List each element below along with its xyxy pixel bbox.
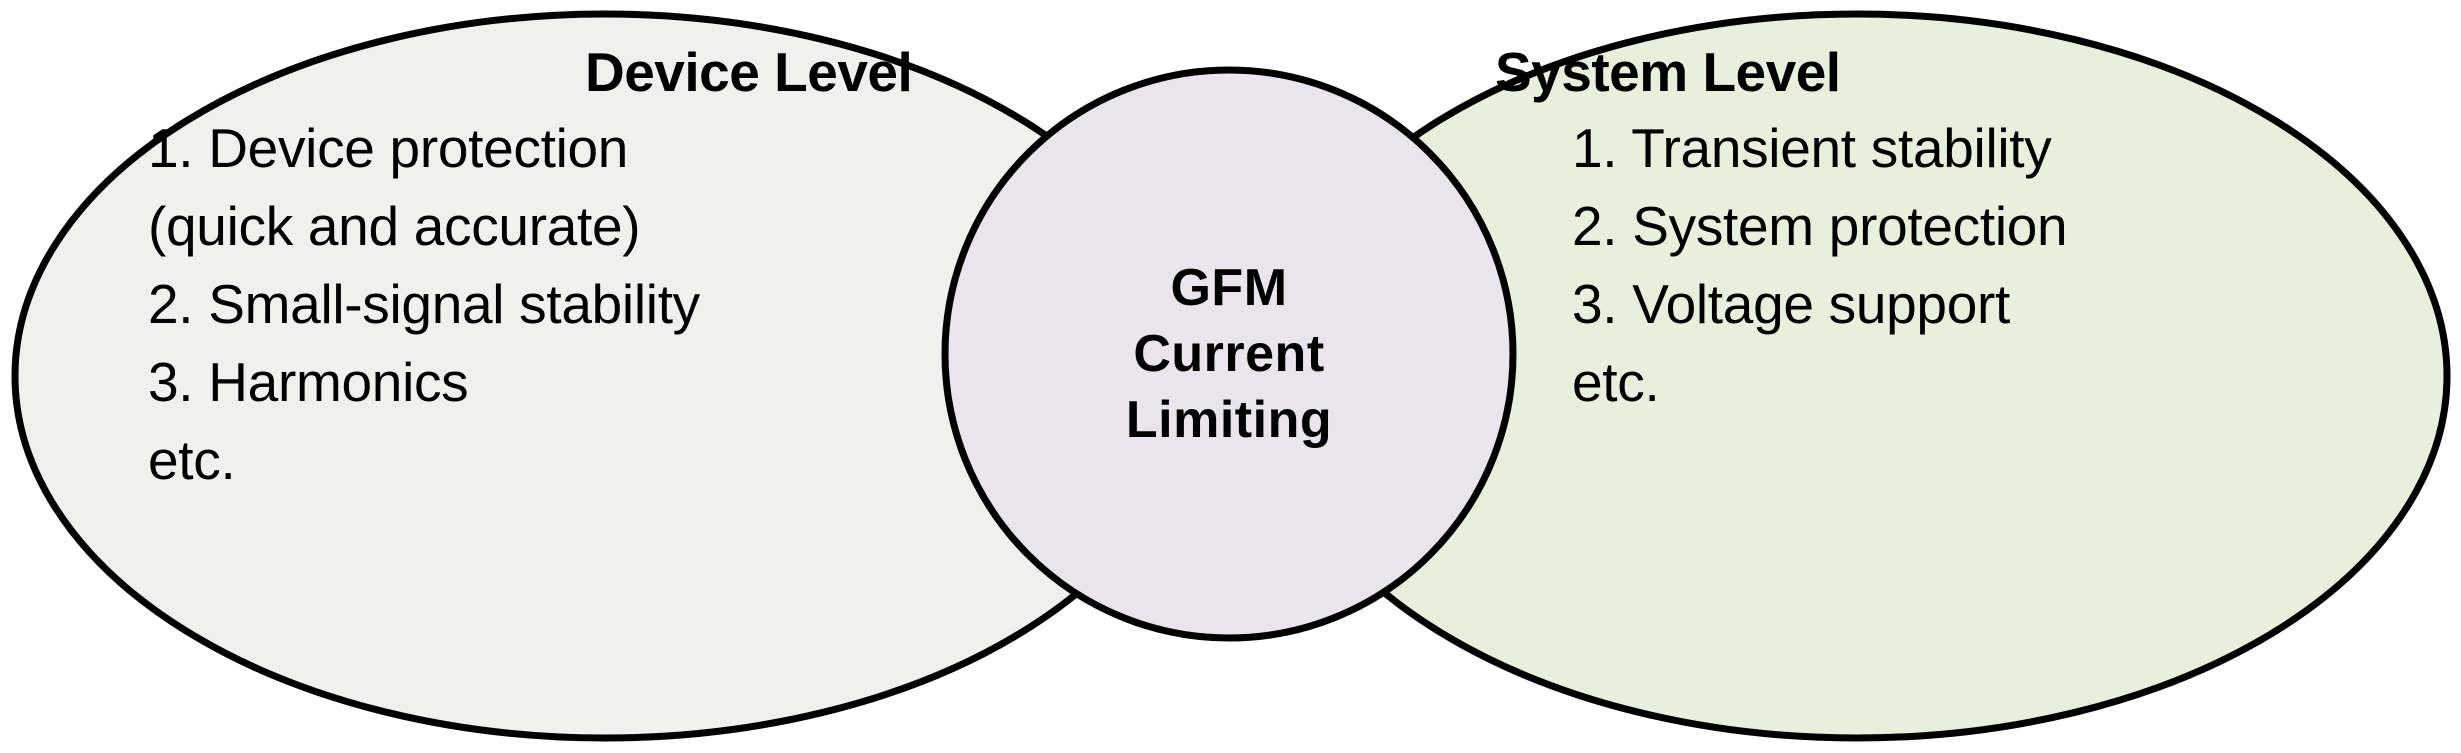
right-group-list: 1. Transient stability 2. System protect… xyxy=(1572,118,2332,412)
list-item: 2. System protection xyxy=(1572,195,2068,257)
list-item: (quick and accurate) xyxy=(148,195,641,257)
list-item-etc: etc. xyxy=(148,429,236,491)
list-item: 3. Voltage support xyxy=(1572,273,2010,335)
center-circle-gfm-current-limiting[interactable] xyxy=(941,66,1517,642)
list-item: 1. Transient stability xyxy=(1572,117,2052,179)
center-label-line-3: Limiting xyxy=(1125,391,1333,449)
right-group-title: System Level xyxy=(1495,41,1841,103)
list-item: 2. Small-signal stability xyxy=(148,273,700,335)
list-item: 3. Harmonics xyxy=(148,351,469,413)
center-label-line-1: GFM xyxy=(1170,259,1288,317)
list-item-etc: etc. xyxy=(1572,351,1660,413)
left-group-list: 1. Device protection (quick and accurate… xyxy=(148,118,908,490)
center-label-line-2: Current xyxy=(1133,325,1325,383)
list-item: 1. Device protection xyxy=(148,117,629,179)
left-group-title: Device Level xyxy=(585,41,913,103)
center-circle-label: GFM Current Limiting xyxy=(945,70,1513,638)
